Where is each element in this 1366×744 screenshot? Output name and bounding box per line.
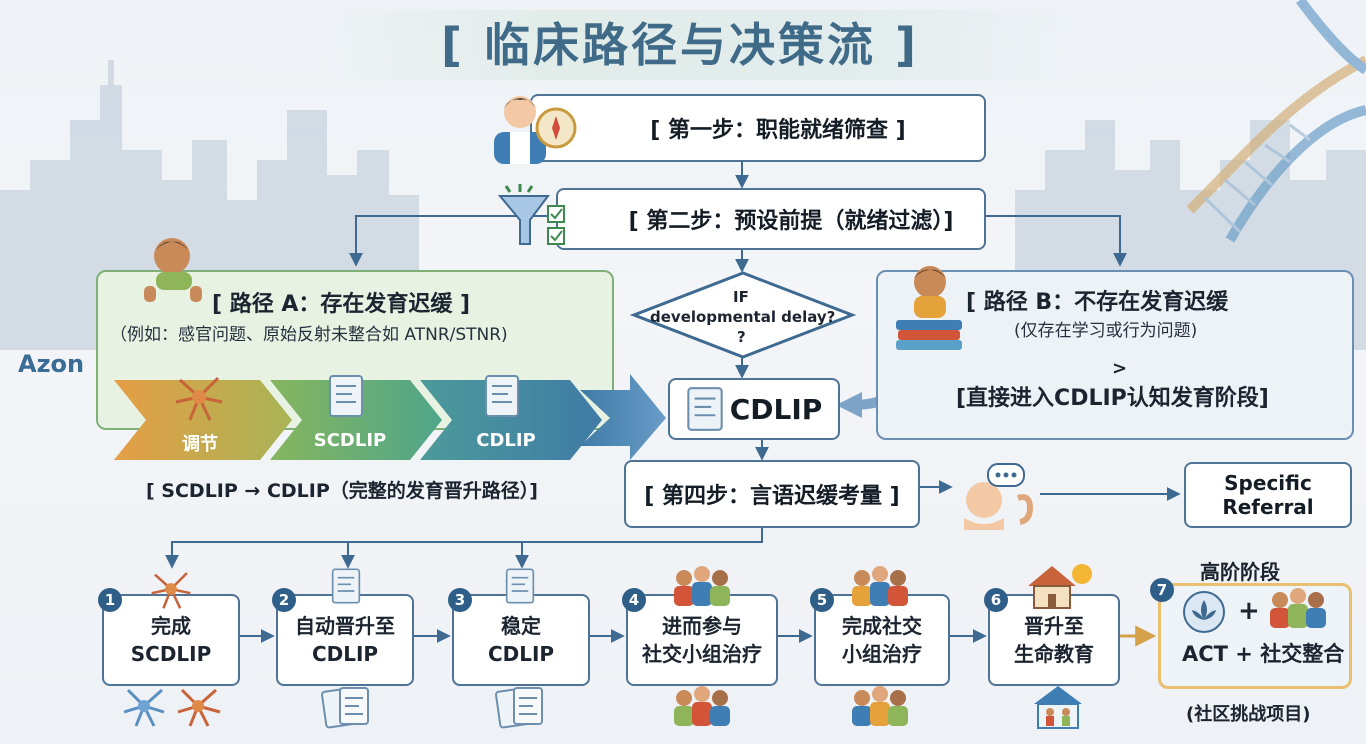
- stage-3-box: 稳定 CDLIP: [452, 594, 590, 686]
- stage-3-line1: 稳定: [501, 614, 541, 638]
- cdlip-center-label: CDLIP: [729, 392, 823, 426]
- group-children-icon-stage-5: [852, 566, 908, 606]
- chevron-arrow-head: [580, 374, 666, 460]
- path-b-panel: [876, 270, 1354, 440]
- stage-6-number: 6: [984, 588, 1008, 612]
- document-chart-icon-2: [485, 375, 519, 417]
- path-a-example: （例如：感官问题、原始反射未整合如 ATNR/STNR): [110, 325, 508, 345]
- specific-referral-box: Specific Referral: [1184, 462, 1352, 528]
- decision-if: IF: [733, 288, 749, 306]
- house-sun-icon: [1028, 564, 1092, 609]
- lotus-icon: [1183, 591, 1225, 633]
- neuron-icon: [175, 376, 223, 421]
- stage-6-line2: 生命教育: [1014, 642, 1094, 666]
- community-label: (社区挑战项目): [1186, 704, 1311, 725]
- step4-box: [ 第四步：言语迟缓考量 ]: [624, 460, 920, 528]
- step1-box: [ 第一步：职能就绪筛查 ]: [530, 94, 986, 162]
- chevron-label-regulation: 调节: [182, 434, 218, 455]
- decision-diamond: [630, 271, 856, 359]
- group-children-icon-4b: [674, 686, 730, 726]
- path-a-title: [ 路径 A：存在发育迟缓 ]: [212, 292, 471, 317]
- stage-4-box: 进而参与 社交小组治疗: [626, 594, 778, 686]
- path-a-chevrons: [114, 374, 666, 460]
- child-reading-icon: [896, 266, 962, 350]
- stage-1-line2: SCDLIP: [130, 642, 212, 666]
- stage-4-number: 4: [622, 588, 646, 612]
- step2-box: [ 第二步：预设前提（就绪过滤）]: [556, 188, 986, 250]
- neuron-icon-stage-1: [151, 572, 191, 609]
- path-b-direct: [直接进入CDLIP认知发育阶段]: [956, 386, 1269, 411]
- documents-stack-icon-3: [495, 687, 543, 729]
- decision-question: developmental delay?: [650, 308, 836, 326]
- document-icon-stage-3: [505, 568, 535, 604]
- stage-5-line2: 小组治疗: [842, 642, 922, 666]
- path-b-gt: >: [1112, 358, 1128, 379]
- chevron-scdlip: [270, 380, 442, 460]
- referral-line2: Referral: [1222, 495, 1314, 519]
- step1-label: [ 第一步：职能就绪筛查 ]: [650, 118, 906, 143]
- decision-mark: ?: [737, 328, 746, 346]
- stage-4-line1: 进而参与: [662, 614, 742, 638]
- stage-4-line2: 社交小组治疗: [642, 642, 762, 666]
- document-chart-icon-3: [687, 387, 723, 431]
- step4-label: [ 第四步：言语迟缓考量 ]: [644, 484, 900, 509]
- path-a-caption: [ SCDLIP → CDLIP（完整的发育晋升路径）]: [146, 480, 538, 502]
- social-group-icon: [1270, 588, 1326, 628]
- documents-stack-icon-2: [321, 687, 369, 729]
- stage-6-box: 晋升至 生命教育: [988, 594, 1120, 686]
- high-stage-label: 高阶阶段: [1200, 560, 1280, 584]
- page-title: [ 临床路径与决策流 ]: [440, 18, 920, 72]
- stage-3-number: 3: [448, 588, 472, 612]
- path-b-subtitle: (仅存在学习或行为问题): [1014, 321, 1198, 341]
- stage-1-line1: 完成: [151, 614, 191, 638]
- brand-logo-text: Azon: [18, 350, 85, 378]
- stage-6-line1: 晋升至: [1024, 614, 1084, 638]
- step2-label: [ 第二步：预设前提（就绪过滤）]: [628, 209, 954, 234]
- chevron-label-scdlip: SCDLIP: [313, 430, 387, 451]
- doctor-icon: [494, 96, 577, 164]
- document-chart-icon: [329, 375, 363, 417]
- chevron-regulation: [114, 380, 292, 460]
- path-b-title: [ 路径 B：不存在发育迟缓: [966, 290, 1229, 315]
- stage-1-number: 1: [98, 588, 122, 612]
- stage-2-box: 自动晋升至 CDLIP: [276, 594, 414, 686]
- document-icon-stage-2: [331, 568, 361, 604]
- final-plus: +: [1238, 596, 1260, 626]
- group-children-icon-stage-4: [674, 566, 730, 606]
- title-band: [330, 10, 1070, 80]
- group-children-icon-5b: [852, 686, 908, 726]
- chevron-cdlip: [420, 380, 602, 460]
- stage-7-label: ACT + 社交整合: [1182, 642, 1345, 666]
- stage-2-line2: CDLIP: [311, 642, 379, 666]
- stage-7-number: 7: [1150, 578, 1174, 602]
- crawling-baby-icon: [144, 238, 202, 302]
- stage-5-number: 5: [810, 588, 834, 612]
- speech-ear-icon: [964, 463, 1034, 530]
- stage-2-number: 2: [272, 588, 296, 612]
- chevron-label-cdlip: CDLIP: [476, 430, 536, 451]
- referral-line1: Specific: [1224, 471, 1312, 495]
- neuron-pair-icon: [123, 688, 221, 727]
- stage-2-line1: 自动晋升至: [295, 614, 395, 638]
- stage-1-box: 完成 SCDLIP: [102, 594, 240, 686]
- stage-5-line1: 完成社交: [842, 614, 922, 638]
- family-house-icon: [1034, 686, 1082, 729]
- funnel-filter-icon: [497, 184, 565, 245]
- stage-3-line2: CDLIP: [487, 642, 555, 666]
